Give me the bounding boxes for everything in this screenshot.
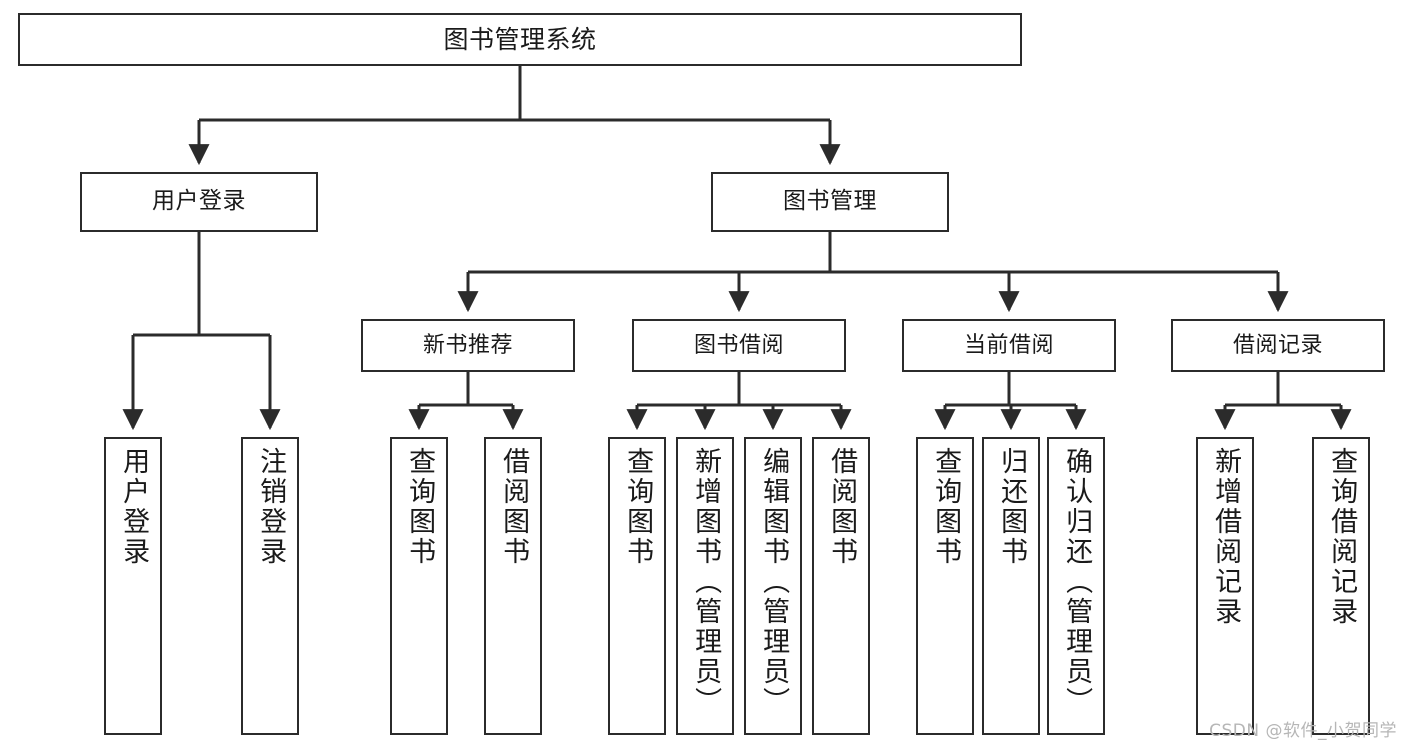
node-label: 图书管理: [783, 188, 877, 215]
leaf-new-book-borrow-book[interactable]: 借阅图书: [484, 437, 542, 735]
node-label: 注销登录: [255, 447, 287, 567]
leaf-borrow-record-add-record[interactable]: 新增借阅记录: [1196, 437, 1254, 735]
leaf-book-borrow-borrow-book[interactable]: 借阅图书: [812, 437, 870, 735]
node-label: 编辑图书（管理员）: [758, 447, 790, 717]
node-label: 新增借阅记录: [1210, 447, 1242, 627]
node-root-book-management-system[interactable]: 图书管理系统: [18, 13, 1022, 66]
node-label: 图书管理系统: [443, 24, 597, 54]
node-current-borrow[interactable]: 当前借阅: [902, 319, 1116, 372]
node-label: 图书借阅: [693, 332, 784, 358]
leaf-book-borrow-edit-book-admin[interactable]: 编辑图书（管理员）: [744, 437, 802, 735]
leaf-user-login-login[interactable]: 用户登录: [104, 437, 162, 735]
node-user-login[interactable]: 用户登录: [80, 172, 318, 232]
node-label: 归还图书: [996, 447, 1028, 567]
node-label: 借阅记录: [1232, 332, 1323, 358]
node-label: 查询图书: [404, 447, 436, 567]
node-label: 确认归还（管理员）: [1061, 447, 1093, 717]
node-label: 查询图书: [622, 447, 654, 567]
leaf-current-borrow-query-book[interactable]: 查询图书: [916, 437, 974, 735]
leaf-current-borrow-return-book[interactable]: 归还图书: [982, 437, 1040, 735]
node-new-book-recommend[interactable]: 新书推荐: [361, 319, 575, 372]
leaf-new-book-query-book[interactable]: 查询图书: [390, 437, 448, 735]
watermark-text: CSDN @软件_小贺同学: [1209, 721, 1397, 741]
node-label: 新书推荐: [422, 332, 513, 358]
node-label: 新增图书（管理员）: [690, 447, 722, 717]
leaf-book-borrow-query-book[interactable]: 查询图书: [608, 437, 666, 735]
leaf-current-borrow-confirm-return-admin[interactable]: 确认归还（管理员）: [1047, 437, 1105, 735]
node-book-management[interactable]: 图书管理: [711, 172, 949, 232]
leaf-book-borrow-add-book-admin[interactable]: 新增图书（管理员）: [676, 437, 734, 735]
node-label: 查询借阅记录: [1326, 447, 1358, 627]
node-book-borrow[interactable]: 图书借阅: [632, 319, 846, 372]
node-borrow-record[interactable]: 借阅记录: [1171, 319, 1385, 372]
node-label: 借阅图书: [826, 447, 858, 567]
node-label: 用户登录: [152, 188, 246, 215]
node-label: 当前借阅: [963, 332, 1054, 358]
node-label: 用户登录: [118, 447, 150, 567]
node-label: 查询图书: [930, 447, 962, 567]
leaf-user-login-logout[interactable]: 注销登录: [241, 437, 299, 735]
node-label: 借阅图书: [498, 447, 530, 567]
leaf-borrow-record-query-record[interactable]: 查询借阅记录: [1312, 437, 1370, 735]
